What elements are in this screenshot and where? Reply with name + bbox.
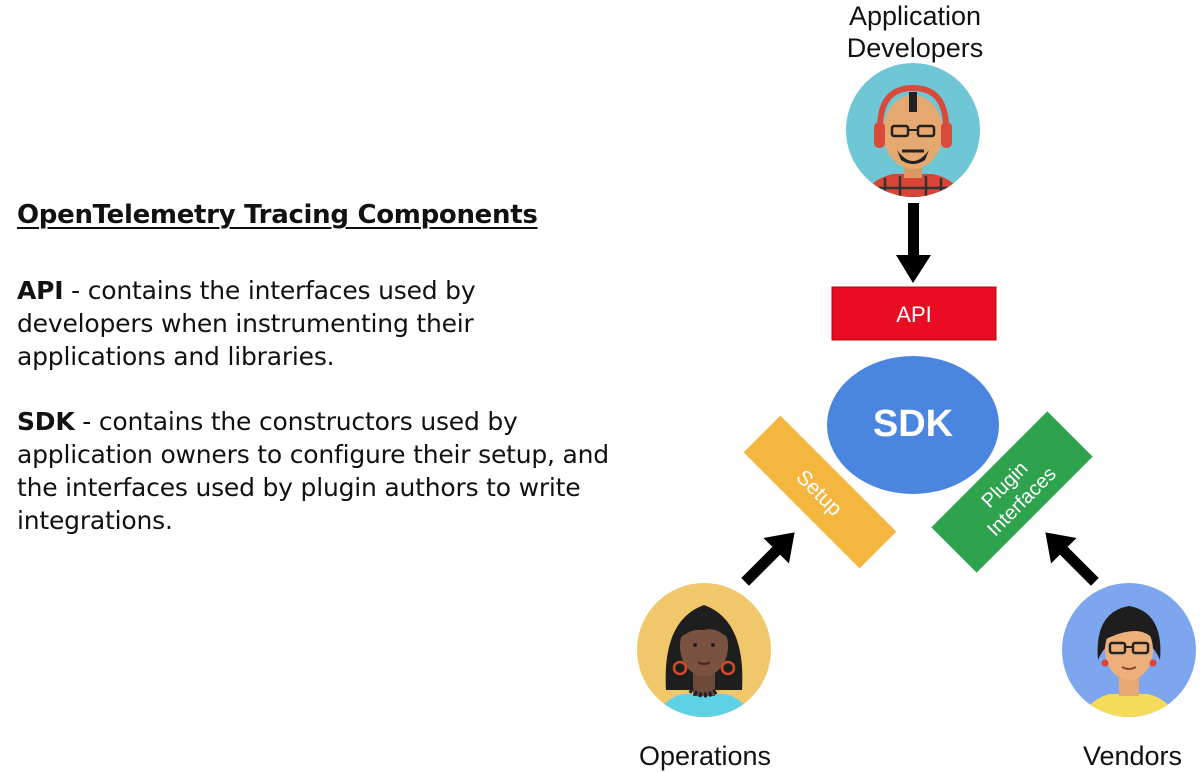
operations-avatar (637, 583, 771, 717)
sdk-description-text: - contains the constructors used by appl… (17, 407, 609, 535)
sdk-term: SDK (17, 407, 75, 436)
description-panel: OpenTelemetry Tracing Components API - c… (17, 200, 617, 569)
vendors-to-plugin-arrow (1045, 532, 1099, 586)
developer-to-api-arrow (896, 203, 931, 283)
sdk-circle: SDK (827, 356, 999, 494)
sdk-circle-label: SDK (873, 403, 954, 445)
application-developers-label-line1: Application (848, 1, 982, 31)
setup-box: Setup (743, 415, 897, 569)
application-developers-label: Application Developers (840, 0, 990, 64)
api-description: API - contains the interfaces used by de… (17, 274, 617, 373)
developer-avatar (846, 63, 980, 197)
application-developers-label-line2: Developers (846, 33, 984, 63)
vendor-avatar (1062, 583, 1196, 717)
vendors-label: Vendors (1082, 741, 1183, 771)
api-term: API (17, 276, 64, 305)
api-box-label: API (896, 302, 931, 327)
operations-label: Operations (638, 741, 772, 771)
api-box: API (831, 286, 997, 341)
page-title: OpenTelemetry Tracing Components (17, 200, 538, 230)
sdk-description: SDK - contains the constructors used by … (17, 405, 617, 537)
plugin-interfaces-box: Plugin Interfaces (931, 411, 1093, 573)
api-description-text: - contains the interfaces used by develo… (17, 276, 476, 371)
operations-to-setup-arrow (741, 532, 795, 586)
